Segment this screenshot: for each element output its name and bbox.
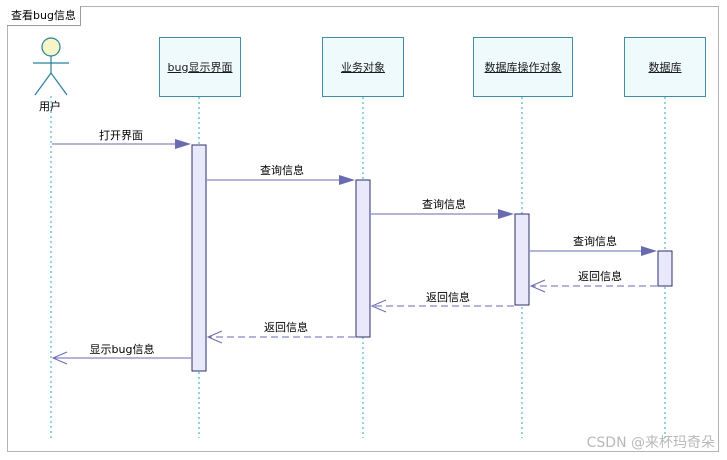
message-2-label: 查询信息 (260, 164, 304, 177)
activation-bar-1 (191, 144, 207, 372)
actor-icon (33, 37, 69, 96)
message-7-arrow (206, 330, 355, 344)
message-5-arrow (529, 279, 657, 293)
lifeline-label: 数据库操作对象 (484, 61, 562, 74)
message-8-label: 显示bug信息 (89, 343, 155, 356)
message-4-label: 查询信息 (573, 235, 617, 248)
activation-bar-2 (355, 179, 371, 338)
message-4-arrow (530, 246, 657, 256)
message-2-arrow (207, 175, 355, 185)
message-3-label: 查询信息 (422, 198, 466, 211)
message-6-arrow (370, 299, 514, 313)
message-5-label: 返回信息 (578, 270, 622, 283)
message-8-arrow (51, 351, 191, 365)
message-3-arrow (371, 209, 514, 219)
lifeline-database: 数据库 (624, 37, 706, 97)
frame-title: 查看bug信息 (7, 6, 81, 26)
message-1-label: 打开界面 (99, 129, 143, 142)
activation-bar-3 (514, 213, 530, 306)
lifeline-label: bug显示界面 (167, 61, 233, 74)
message-7-label: 返回信息 (264, 321, 308, 334)
message-6-label: 返回信息 (426, 291, 470, 304)
lifeline-bug-display-ui: bug显示界面 (159, 37, 241, 97)
lifeline-label: 数据库 (648, 61, 682, 74)
lifeline-db-operation-object: 数据库操作对象 (473, 37, 573, 97)
watermark: CSDN @来杯玛奇朵 (586, 435, 715, 451)
message-1-arrow (52, 139, 191, 149)
diagram-frame (7, 6, 719, 452)
activation-bar-4 (657, 250, 673, 287)
lifeline-business-object: 业务对象 (322, 37, 404, 97)
lifeline-label: 业务对象 (341, 61, 385, 74)
actor-label: 用户 (39, 100, 61, 113)
